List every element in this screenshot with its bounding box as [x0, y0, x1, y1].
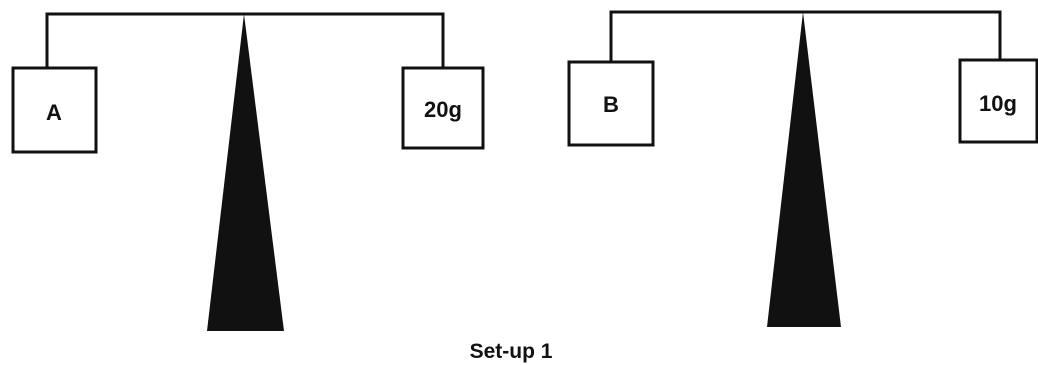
balance-1-left-label: A	[46, 100, 62, 125]
balance-2-left-label: B	[603, 92, 619, 117]
balance-2-beam	[609, 10, 1002, 62]
balance-2-right-box	[958, 58, 1038, 144]
balance-1-right-label: 20g	[424, 97, 462, 122]
balance-1-fulcrum	[207, 14, 284, 331]
setup-caption: Set-up 1	[470, 340, 553, 363]
balance-1-right-box	[401, 66, 485, 150]
balance-2-fulcrum	[767, 12, 841, 327]
balance-2-right-label: 10g	[979, 91, 1017, 116]
balance-1-left-box	[11, 66, 98, 154]
balance-1-beam	[45, 12, 445, 68]
balance-1: A 20g	[11, 12, 485, 331]
balance-2: B 10g	[567, 10, 1038, 327]
balance-2-left-box	[567, 60, 655, 147]
